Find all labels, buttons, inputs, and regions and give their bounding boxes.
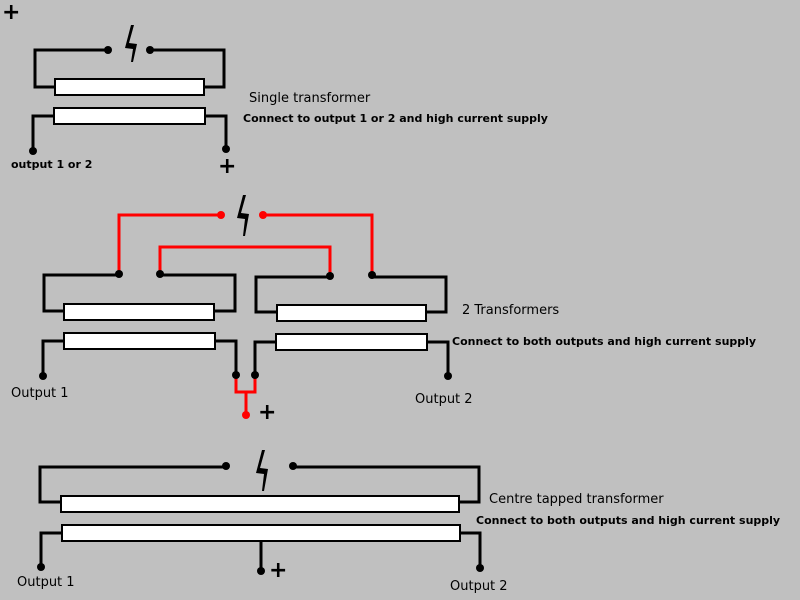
centre-primary-out1 — [39, 531, 62, 567]
dual-right-primary-coil — [275, 333, 428, 351]
single-plus-terminal — [222, 145, 230, 153]
centre-tapped-transformer — [38, 465, 482, 571]
centre-secondary-coil — [60, 495, 460, 513]
centre-secondary-wire-right — [293, 465, 481, 504]
centre-output1-label: Output 1 — [17, 575, 75, 590]
dual-right-secondary-wire-a — [254, 275, 330, 314]
single-terminal-left — [104, 46, 112, 54]
dual-right-primary-out — [427, 340, 450, 376]
centre-secondary-wire-left — [38, 465, 226, 504]
centre-output1-terminal — [37, 563, 45, 571]
dual-left-secondary-coil — [63, 303, 215, 321]
centre-primary-coil — [61, 524, 461, 542]
centre-title: Centre tapped transformer — [489, 492, 664, 507]
centre-subtitle: Connect to both outputs and high current… — [476, 514, 781, 527]
single-transformer — [31, 48, 228, 150]
top-plus-sign: + — [2, 0, 21, 25]
dual-terminal-c — [326, 272, 334, 280]
dual-plus-sign: + — [258, 400, 277, 425]
single-title: Single transformer — [249, 91, 371, 106]
dual-center-terminal-left — [232, 371, 240, 379]
dual-output1-label: Output 1 — [11, 386, 69, 401]
single-primary-coil — [53, 107, 206, 125]
hv-plus-wire — [234, 377, 257, 394]
dual-left-secondary-wire-a — [42, 273, 119, 313]
centre-plus-sign: + — [269, 558, 288, 583]
dual-right-primary-center — [253, 340, 276, 374]
lightning-bolt-icon — [125, 25, 137, 62]
dual-plus-terminal — [242, 411, 250, 419]
dual-center-terminal-right — [251, 371, 259, 379]
dual-subtitle: Connect to both outputs and high current… — [452, 335, 757, 348]
centre-spark-terminal-right — [289, 462, 297, 470]
dual-title: 2 Transformers — [462, 303, 560, 318]
single-primary-wire-right — [205, 114, 228, 148]
single-terminal-right — [146, 46, 154, 54]
dual-transformer — [41, 213, 450, 414]
hv-wire-inner — [158, 245, 332, 275]
single-secondary-wire-left — [33, 48, 108, 89]
centre-spark-terminal-left — [222, 462, 230, 470]
dual-terminal-a — [115, 270, 123, 278]
lightning-bolt-icon — [237, 195, 249, 236]
dual-output2-label: Output 2 — [415, 392, 473, 407]
dual-output1-terminal — [39, 372, 47, 380]
dual-left-secondary-wire-b — [160, 273, 237, 313]
single-secondary-coil — [54, 78, 205, 96]
single-subtitle: Connect to output 1 or 2 and high curren… — [243, 112, 548, 125]
dual-output2-terminal — [444, 372, 452, 380]
single-output-label: output 1 or 2 — [11, 158, 93, 171]
lightning-bolt-icon — [256, 450, 268, 491]
centre-output2-terminal — [476, 564, 484, 572]
single-secondary-wire-right — [150, 48, 226, 89]
hv-wire-outer-right — [263, 213, 374, 274]
dual-spark-terminal-right — [259, 211, 267, 219]
dual-right-secondary-coil — [276, 304, 427, 322]
centre-output2-label: Output 2 — [450, 579, 508, 594]
dual-right-secondary-wire-b — [372, 275, 448, 314]
hv-wire-outer-left — [117, 213, 221, 273]
centre-tap-terminal — [257, 567, 265, 575]
dual-left-primary-coil — [63, 332, 216, 350]
dual-terminal-d — [368, 271, 376, 279]
dual-terminal-b — [156, 270, 164, 278]
single-primary-wire-left — [31, 114, 54, 150]
dual-spark-terminal-left — [217, 211, 225, 219]
single-plus-sign: + — [218, 154, 237, 179]
centre-primary-out2 — [460, 531, 482, 568]
single-output-terminal — [29, 147, 37, 155]
dual-left-primary-out — [41, 339, 64, 376]
dual-left-primary-center — [215, 339, 238, 374]
